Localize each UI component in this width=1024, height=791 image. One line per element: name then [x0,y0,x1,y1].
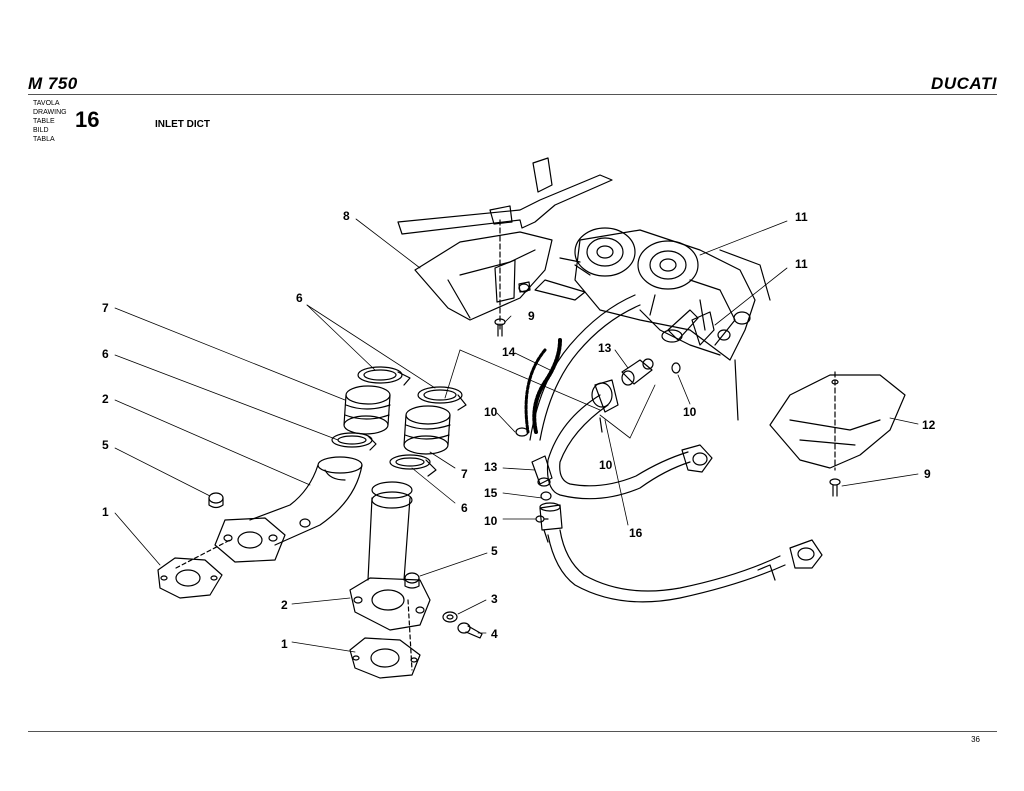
sleeve-7-right [403,405,451,455]
callout-13-upper: 13 [598,341,612,355]
washer-3 [442,611,458,623]
clamp-6-top-left [357,366,411,386]
table-word: TAVOLA [33,100,60,107]
clamp-6-lower-left [331,432,377,451]
callout-4: 4 [491,627,498,641]
clamp-6-top-right [417,386,467,411]
gasket-1-right [349,637,421,679]
callout-10-right: 10 [683,405,697,419]
inlet-cover-left [414,231,553,321]
callout-5-right: 5 [491,544,498,558]
table-word: DRAWING [33,109,67,116]
table-title: INLET DICT [155,119,210,130]
table-word: TABLA [33,136,55,143]
callout-15: 15 [484,486,498,500]
inlet-duct-left [214,456,363,563]
header-divider [28,94,997,95]
screw-4 [457,622,483,639]
fitting-13-upper [621,358,654,386]
sleeve-7-left [343,385,391,435]
callout-13-lower: 13 [484,460,498,474]
nut-5-right [404,572,420,589]
screw-9-left [494,318,506,337]
leader-lines [114,218,919,653]
callout-6-right: 6 [461,501,468,515]
carb-hoses [661,309,715,374]
table-label-multilingual: TAVOLA DRAWING TABLE BILD TABLA [33,99,67,144]
callout-6-top: 6 [296,291,303,305]
callout-2-right: 2 [281,598,288,612]
callout-14: 14 [502,345,516,359]
callout-6-left: 6 [102,347,109,361]
callout-9-left: 9 [528,309,535,323]
callout-11-upper: 11 [795,210,808,224]
callout-3: 3 [491,592,498,606]
callout-1-left: 1 [102,505,109,519]
inlet-duct-right [349,481,431,671]
nut-5-left [208,492,224,509]
carburettor-assembly [534,227,771,421]
small-fitting-10 [535,515,549,523]
screw-9-right [829,478,841,497]
table-word: BILD [33,127,49,134]
fitting-13-lower [531,455,553,501]
callout-7-left: 7 [102,301,109,315]
callout-10-upper: 10 [484,405,498,419]
callout-8: 8 [343,209,350,223]
callout-7-right: 7 [461,467,468,481]
frame-tube [397,157,613,331]
callout-1-right: 1 [281,637,288,651]
fitting-15-and-hose [539,502,823,603]
table-number: 16 [75,107,100,132]
callout-16: 16 [629,526,643,540]
table-word: TABLE [33,118,55,125]
callout-11-lower: 11 [795,257,808,271]
callout-10-lower: 10 [484,514,498,528]
footer-divider [28,731,997,732]
callout-9-right: 9 [924,467,931,481]
page-number: 36 [971,735,980,744]
callout-10-middle: 10 [599,458,613,472]
spring-hose [515,294,641,441]
brand-logo: DUCATI [931,74,997,93]
callout-labels: 8 11 11 9 7 6 14 13 6 10 12 2 10 10 5 13… [102,209,936,651]
clamp-6-lower-right [389,454,437,477]
callout-5-left: 5 [102,438,109,452]
gasket-1-left [157,539,231,599]
inlet-cover-right [769,371,906,471]
model-name: M 750 [28,74,78,93]
callout-12: 12 [922,418,936,432]
callout-2-left: 2 [102,392,109,406]
hose-16 [546,379,713,500]
